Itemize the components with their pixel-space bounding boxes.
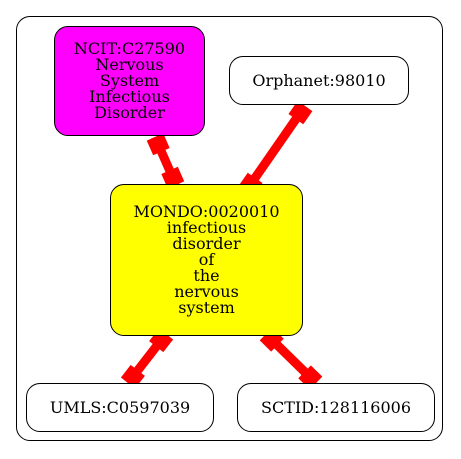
edge-mondo-umls-end-cap bbox=[120, 364, 145, 389]
edge-mondo-sctid-end-cap bbox=[298, 365, 323, 390]
cluster-border bbox=[16, 16, 443, 441]
node-mondo-line-7: system bbox=[178, 298, 235, 317]
node-ncit-line-4: Infectious bbox=[89, 87, 170, 106]
edge-orphanet-mondo-start-cap bbox=[288, 100, 313, 125]
edge-orphanet-mondo bbox=[242, 103, 309, 194]
edge-ncit-mondo-end-cap bbox=[161, 166, 185, 189]
node-orphanet[interactable]: Orphanet:98010 bbox=[229, 56, 409, 105]
node-mondo-line-1: MONDO:0020010 bbox=[133, 202, 280, 221]
node-mondo-line-2: infectious bbox=[166, 218, 247, 237]
node-sctid[interactable]: SCTID:128116006 bbox=[237, 383, 435, 432]
node-ncit[interactable]: NCIT:C27590 Nervous System Infectious Di… bbox=[54, 26, 205, 136]
node-sctid-line-1: SCTID:128116006 bbox=[260, 397, 412, 417]
node-mondo-line-6: nervous bbox=[174, 282, 239, 301]
node-orphanet-line-1: Orphanet:98010 bbox=[252, 70, 386, 90]
node-mondo-line-3: disorder bbox=[172, 234, 241, 253]
node-ncit-line-2: Nervous bbox=[95, 55, 164, 74]
node-umls[interactable]: UMLS:C0597039 bbox=[26, 383, 214, 432]
node-ncit-line-5: Disorder bbox=[94, 103, 165, 122]
node-mondo-line-4: of bbox=[198, 250, 215, 269]
node-umls-line-1: UMLS:C0597039 bbox=[49, 397, 191, 417]
edge-mondo-umls-start-cap bbox=[149, 328, 174, 353]
node-mondo-line-5: the bbox=[193, 266, 220, 285]
edge-ncit-mondo-start-cap bbox=[146, 133, 170, 156]
node-ncit-line-3: System bbox=[99, 71, 160, 90]
node-ncit-line-1: NCIT:C27590 bbox=[73, 39, 186, 58]
node-mondo[interactable]: MONDO:0020010 infectious disorder of the… bbox=[110, 184, 303, 336]
